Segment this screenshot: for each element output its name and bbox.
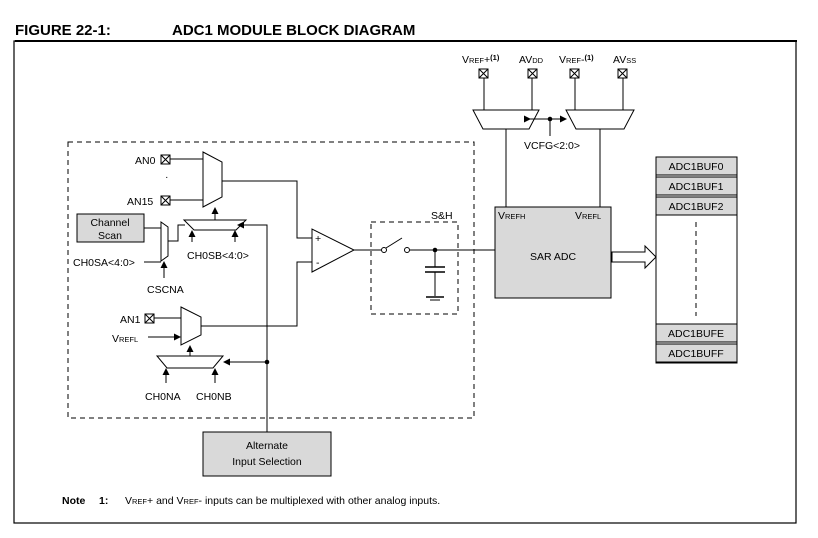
- scan-select-mux: [160, 221, 169, 262]
- figure-frame: [13, 40, 797, 524]
- svg-text:AVSS: AVSS: [613, 54, 636, 66]
- an15-pin-box: [160, 195, 171, 206]
- an0-pin-box: [160, 154, 171, 165]
- channel-scan-line1: Channel: [90, 217, 129, 229]
- sar-output-arrow: [611, 244, 657, 270]
- svg-text:ADC1BUF1: ADC1BUF1: [669, 181, 724, 193]
- sar-adc-label: SAR ADC: [530, 251, 577, 263]
- vrefl-mux: [565, 109, 635, 130]
- negative-mux-output: [201, 261, 312, 327]
- pin-box-avss: [617, 68, 628, 79]
- alternate-input-line1: Alternate: [246, 440, 288, 452]
- an1-label: AN1: [120, 314, 141, 326]
- pin-avss: AVSS: [613, 54, 636, 66]
- pin-vref-minus: VREF-(1): [559, 53, 594, 66]
- svg-text:ADC1BUF0: ADC1BUF0: [669, 161, 724, 173]
- reference-wires: [483, 78, 624, 110]
- vcfg-label: VCFG<2:0>: [524, 140, 580, 152]
- cscna-label: CSCNA: [147, 284, 184, 296]
- buffer-adc1buf1: ADC1BUF1: [655, 176, 738, 196]
- ch0sb-select-mux: [182, 219, 248, 231]
- an0-label: AN0: [135, 155, 156, 167]
- buffer-adc1buf2: ADC1BUF2: [655, 196, 738, 216]
- vcfg-node: [547, 116, 553, 122]
- alternate-feed-select: [237, 221, 268, 264]
- pin-vref-plus: VREF+(1): [462, 53, 500, 66]
- ground-icon: [426, 296, 444, 301]
- switch-blade: [385, 237, 403, 249]
- input-amplifier: [311, 228, 356, 273]
- figure-title: FIGURE 22-1: ADC1 MODULE BLOCK DIAGRAM: [15, 22, 415, 39]
- an15-label: AN15: [127, 196, 153, 208]
- ch0n-select-mux: [155, 355, 225, 369]
- channel-scan-line2: Scan: [98, 230, 122, 242]
- amplifier-plus: +: [315, 233, 321, 245]
- ch0nb-label: CH0NB: [196, 391, 232, 403]
- pin-avdd: AVDD: [519, 54, 544, 66]
- svg-text:AVDD: AVDD: [519, 54, 544, 66]
- buffer-adc1buff: ADC1BUFF: [655, 343, 738, 363]
- switch-contact-b: [404, 247, 410, 253]
- alternate-junction: [264, 359, 270, 365]
- alternate-input-block: [202, 431, 332, 477]
- buffer-adc1buf0: ADC1BUF0: [655, 156, 738, 176]
- sample-hold-region: [370, 221, 459, 315]
- an-dots: ·: [165, 171, 169, 183]
- pin-box-avdd: [527, 68, 538, 79]
- note-text: VREF+ and VREF- inputs can be multiplexe…: [125, 495, 440, 507]
- footnote: Note 1: VREF+ and VREF- inputs can be mu…: [62, 495, 440, 507]
- svg-text:VREF-(1): VREF-(1): [559, 53, 594, 66]
- sample-hold-label: S&H: [431, 210, 453, 222]
- note-label: Note: [62, 495, 85, 507]
- sar-adc-block: [494, 206, 612, 299]
- amplifier-minus: -: [316, 257, 320, 269]
- note-number: 1:: [99, 495, 108, 507]
- channel-scan-block: [76, 213, 145, 243]
- ch0-negative-mux: [180, 306, 202, 346]
- alternate-input-line2: Input Selection: [232, 456, 302, 468]
- pin-box-vref-plus: [478, 68, 489, 79]
- scan-mux-output: [168, 224, 185, 242]
- analog-input-region: [67, 141, 475, 419]
- switch-contact-a: [381, 247, 387, 253]
- positive-mux-output: [222, 180, 312, 239]
- figure-caption: ADC1 MODULE BLOCK DIAGRAM: [172, 22, 416, 39]
- svg-text:ADC1BUFE: ADC1BUFE: [668, 328, 724, 340]
- sar-vrefl-label: VREFL: [575, 210, 601, 222]
- svg-text:ADC1BUF2: ADC1BUF2: [669, 201, 724, 213]
- svg-text:ADC1BUFF: ADC1BUFF: [668, 348, 723, 360]
- ch0sa-label: CH0SA<4:0>: [73, 257, 135, 269]
- vrefl-input-label: VREFL: [112, 333, 138, 345]
- svg-text:VREF+(1): VREF+(1): [462, 53, 500, 66]
- sar-vrefh-label: VREFH: [498, 210, 525, 222]
- vrefh-mux: [472, 109, 540, 130]
- figure-number: FIGURE 22-1:: [15, 22, 111, 39]
- an1-pin-box: [144, 313, 155, 324]
- ch0-positive-mux: [202, 151, 223, 208]
- pin-box-vref-minus: [569, 68, 580, 79]
- buffer-adc1bufe: ADC1BUFE: [655, 323, 738, 343]
- ch0sb-label: CH0SB<4:0>: [187, 250, 249, 262]
- ch0na-label: CH0NA: [145, 391, 181, 403]
